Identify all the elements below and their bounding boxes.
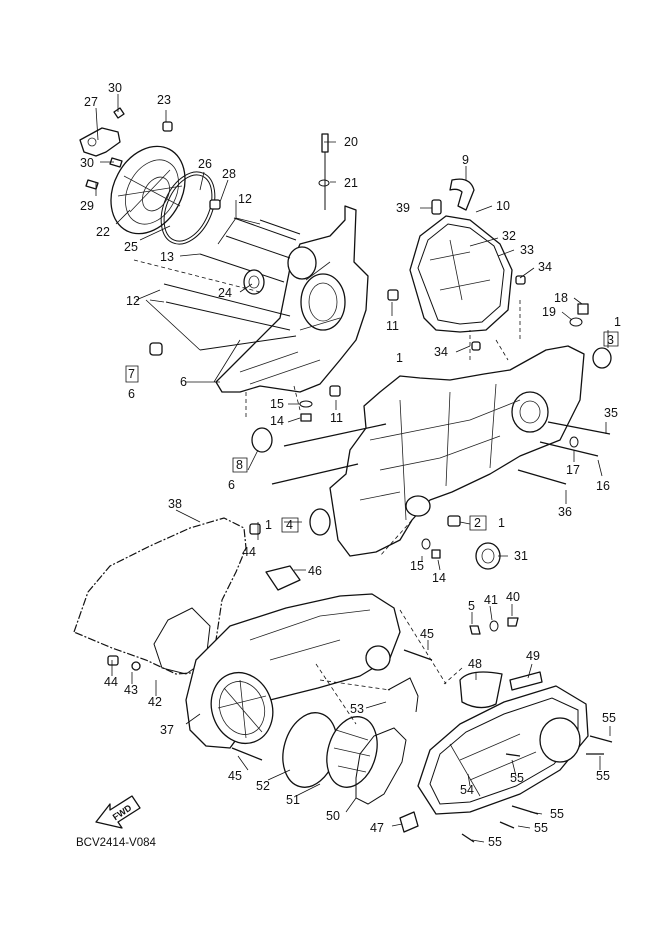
callout-1: 1 bbox=[498, 516, 505, 530]
callout-30: 30 bbox=[108, 81, 122, 95]
callout-1: 1 bbox=[265, 518, 272, 532]
callout-38: 38 bbox=[168, 497, 182, 511]
callout-27: 27 bbox=[84, 95, 98, 109]
callout-55: 55 bbox=[602, 711, 616, 725]
callout-44: 44 bbox=[242, 545, 256, 559]
callout-5: 5 bbox=[468, 599, 475, 613]
callout-44: 44 bbox=[104, 675, 118, 689]
callout-8: 8 bbox=[236, 458, 243, 472]
callout-14: 14 bbox=[432, 571, 446, 585]
callout-9: 9 bbox=[462, 153, 469, 167]
callout-23: 23 bbox=[157, 93, 171, 107]
callout-53: 53 bbox=[350, 702, 364, 716]
callout-46: 46 bbox=[308, 564, 322, 578]
callout-20: 20 bbox=[344, 135, 358, 149]
callout-36: 36 bbox=[558, 505, 572, 519]
callout-1: 1 bbox=[396, 351, 403, 365]
callout-28: 28 bbox=[222, 167, 236, 181]
callout-15: 15 bbox=[410, 559, 424, 573]
crankcase-left-drawing bbox=[149, 133, 399, 453]
callout-7: 7 bbox=[128, 367, 135, 381]
callout-29: 29 bbox=[80, 199, 94, 213]
callout-13: 13 bbox=[160, 250, 174, 264]
callout-52: 52 bbox=[256, 779, 270, 793]
callout-48: 48 bbox=[468, 657, 482, 671]
callout-41: 41 bbox=[484, 593, 498, 607]
callout-47: 47 bbox=[370, 821, 384, 835]
callout-6: 6 bbox=[228, 478, 235, 492]
callout-35: 35 bbox=[604, 406, 618, 420]
callout-12: 12 bbox=[126, 294, 140, 308]
callout-40: 40 bbox=[506, 590, 520, 604]
callout-49: 49 bbox=[526, 649, 540, 663]
callout-39: 39 bbox=[396, 201, 410, 215]
callout-34: 34 bbox=[538, 260, 552, 274]
callout-34: 34 bbox=[434, 345, 448, 359]
callout-55: 55 bbox=[510, 771, 524, 785]
callout-51: 51 bbox=[286, 793, 300, 807]
callout-1: 1 bbox=[614, 315, 621, 329]
callout-55: 55 bbox=[534, 821, 548, 835]
callout-55: 55 bbox=[550, 807, 564, 821]
crankcase-right-drawing bbox=[249, 178, 612, 570]
callout-45: 45 bbox=[420, 627, 434, 641]
callout-4: 4 bbox=[286, 518, 293, 532]
callout-18: 18 bbox=[554, 291, 568, 305]
callout-21: 21 bbox=[344, 176, 358, 190]
callout-55: 55 bbox=[596, 769, 610, 783]
callout-19: 19 bbox=[542, 305, 556, 319]
diagram-code: BCV2414-V084 bbox=[76, 837, 157, 849]
callout-25: 25 bbox=[124, 240, 138, 254]
callout-37: 37 bbox=[160, 723, 174, 737]
callout-50: 50 bbox=[326, 809, 340, 823]
fwd-arrow-icon: FWD bbox=[95, 795, 141, 829]
callout-55: 55 bbox=[488, 835, 502, 849]
callout-6: 6 bbox=[128, 387, 135, 401]
callout-32: 32 bbox=[502, 229, 516, 243]
callout-12: 12 bbox=[238, 192, 252, 206]
callout-10: 10 bbox=[496, 199, 510, 213]
callout-30: 30 bbox=[80, 156, 94, 170]
callout-17: 17 bbox=[566, 463, 580, 477]
callout-42: 42 bbox=[148, 695, 162, 709]
callout-54: 54 bbox=[460, 783, 474, 797]
callout-43: 43 bbox=[124, 683, 138, 697]
leader-lines bbox=[95, 94, 611, 843]
callout-33: 33 bbox=[520, 243, 534, 257]
callout-31: 31 bbox=[514, 549, 528, 563]
callout-24: 24 bbox=[218, 286, 232, 300]
index-brackets bbox=[125, 331, 619, 533]
callout-labels: 30 27 23 30 29 26 28 22 25 20 21 9 39 10… bbox=[80, 81, 621, 849]
callout-11: 11 bbox=[386, 319, 399, 333]
callout-6: 6 bbox=[180, 375, 187, 389]
callout-15: 15 bbox=[270, 397, 284, 411]
callout-3: 3 bbox=[607, 333, 614, 347]
callout-16: 16 bbox=[596, 479, 610, 493]
callout-11: 11 bbox=[330, 411, 343, 425]
callout-45: 45 bbox=[228, 769, 242, 783]
callout-2: 2 bbox=[474, 516, 481, 530]
callout-14: 14 bbox=[270, 414, 284, 428]
callout-22: 22 bbox=[96, 225, 110, 239]
callout-26: 26 bbox=[198, 157, 212, 171]
transmission-cover-drawing bbox=[73, 517, 613, 843]
